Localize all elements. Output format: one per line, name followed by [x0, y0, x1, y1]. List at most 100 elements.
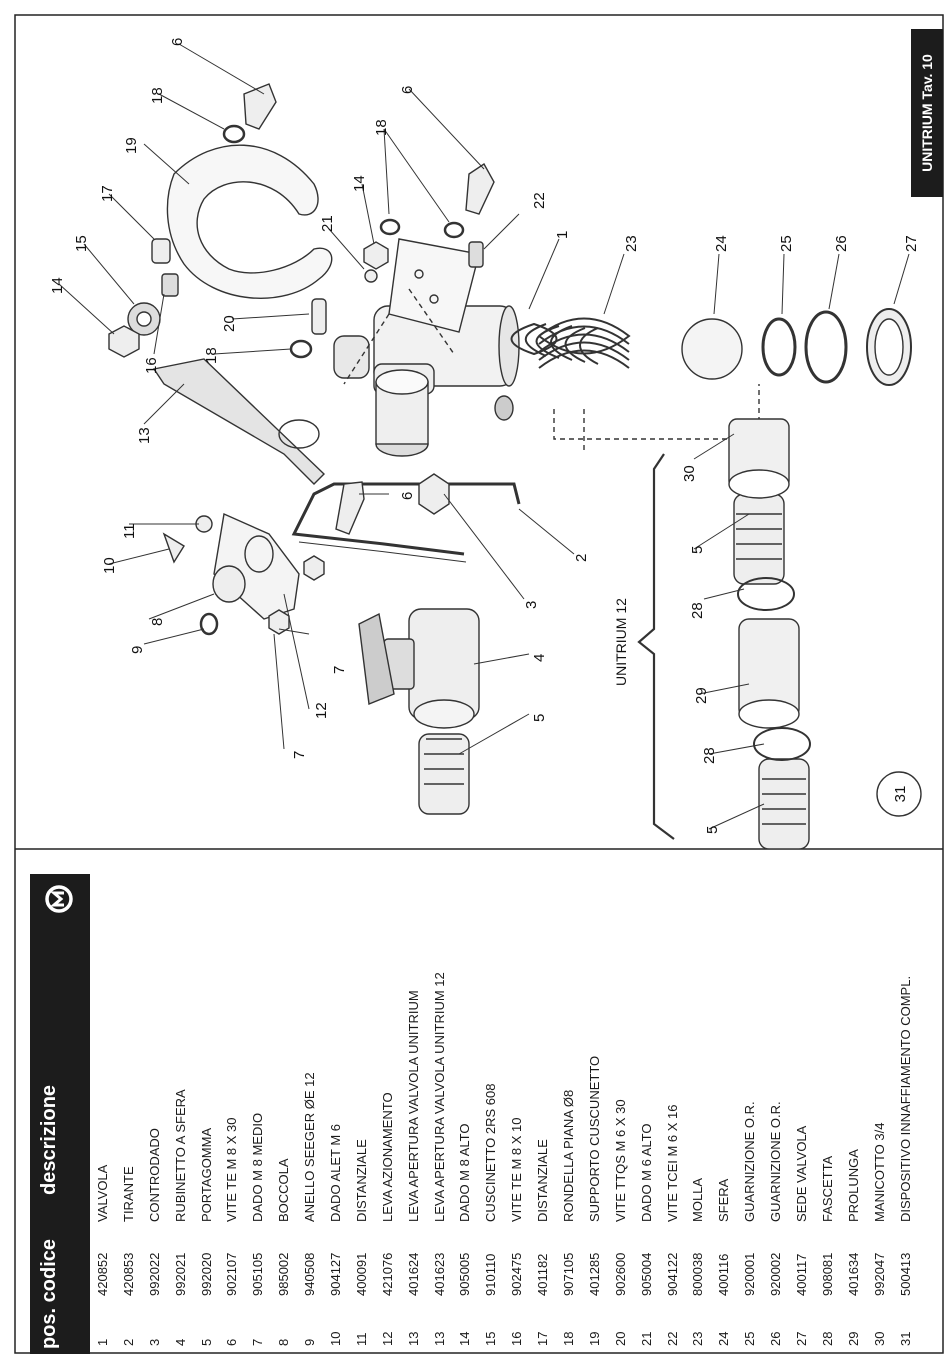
lock-nut: [418, 473, 450, 515]
part-description: DADO M 6 ALTO: [638, 1123, 654, 1223]
part-code: 500413: [897, 1252, 913, 1296]
part-pos: 6: [224, 1338, 240, 1346]
part-pos: 3: [146, 1338, 162, 1346]
part-description: ANELLO SEEGER ØE 12: [302, 1072, 318, 1222]
part-pos: 20: [612, 1331, 628, 1346]
part-code: 401623: [431, 1252, 447, 1296]
part-pos: 30: [871, 1331, 887, 1346]
callout-7-lower: 7: [291, 751, 308, 759]
part-code: 400116: [716, 1253, 732, 1296]
part-code: 401285: [586, 1252, 602, 1296]
callout-18-right: 18: [373, 119, 390, 136]
part-pos: 11: [353, 1332, 369, 1347]
callout-21: 21: [319, 215, 336, 232]
callout-5-bottom: 5: [704, 826, 721, 834]
callout-28-top: 28: [689, 602, 706, 619]
part-description: SEDE VALVOLA: [794, 1125, 810, 1222]
part-description: MOLLA: [690, 1177, 706, 1222]
nut-14-left: [108, 325, 140, 358]
part-pos: 9: [302, 1338, 318, 1346]
callout-5-tap: 5: [531, 714, 548, 722]
list-header: pos. codice descrizione: [30, 874, 90, 1354]
table-row: 6 902107 VITE TE M 8 X 30: [219, 874, 245, 1354]
part-description: DADO ALET M 6: [328, 1123, 344, 1222]
guide-lines: [343, 288, 760, 454]
callout-18-mid: 18: [203, 347, 220, 364]
assembly-circle: [876, 771, 922, 817]
exploded-diagram: 1 2 3 4 5 5 5 6 6 6 7 7 8 9 10 11 12 13 …: [49, 38, 922, 849]
part-code: 992022: [146, 1252, 162, 1296]
part-pos: 22: [664, 1331, 680, 1346]
callout-6-right: 6: [399, 86, 416, 94]
clamp-bottom: [753, 727, 811, 761]
callout-29: 29: [693, 687, 710, 704]
extension: [738, 618, 800, 729]
callout-15: 15: [73, 235, 90, 252]
nut-7-lower: [268, 609, 290, 635]
callout-11: 11: [121, 523, 138, 539]
part-code: 907105: [561, 1252, 577, 1296]
washer-18-mid: [289, 339, 313, 359]
part-code: 401182: [535, 1253, 551, 1296]
bearing-support: [166, 144, 333, 299]
part-pos: 16: [509, 1331, 525, 1346]
hose-nozzle-bottom: [758, 758, 810, 849]
screw-16: [161, 273, 179, 297]
part-description: DISTANZIALE: [535, 1139, 551, 1222]
part-description: PORTAGOMMA: [198, 1127, 214, 1222]
page-tab: UNITRIUM Tav. 10: [911, 29, 943, 197]
part-code: 902107: [224, 1252, 240, 1296]
part-pos: 4: [172, 1338, 188, 1346]
wing-nut-10: [162, 532, 185, 564]
spring: [510, 322, 599, 365]
part-description: DISPOSITIVO INNAFFIAMENTO COMPL.: [897, 975, 913, 1222]
o-ring-26: [804, 310, 848, 384]
part-description: PROLUNGA: [845, 1149, 861, 1222]
part-description: TIRANTE: [120, 1166, 136, 1222]
sheet-frame: [14, 14, 944, 1354]
part-code: 992020: [198, 1252, 214, 1296]
part-pos: 25: [742, 1331, 758, 1346]
callout-28-bottom: 28: [701, 747, 718, 764]
part-pos: 28: [819, 1331, 835, 1346]
callout-6-lower: 6: [399, 492, 416, 500]
spacer-17: [151, 238, 171, 264]
part-code: 905004: [638, 1252, 654, 1296]
clamp-top: [737, 577, 795, 611]
seeger-ring-9: [199, 612, 219, 636]
callout-25: 25: [778, 235, 795, 252]
part-description: DADO M 8 ALTO: [457, 1123, 473, 1223]
part-description: MANICOTTO 3/4: [871, 1122, 887, 1222]
spring-coils: [538, 317, 631, 369]
part-description: BOCCOLA: [276, 1158, 292, 1222]
part-pos: 13: [431, 1331, 447, 1346]
part-pos: 8: [276, 1338, 292, 1346]
screw-22: [468, 241, 484, 268]
part-pos: 5: [198, 1338, 214, 1346]
hose-nozzle-top: [418, 733, 470, 815]
callout-9: 9: [129, 646, 146, 654]
part-description: VITE TE M 8 X 10: [509, 1117, 525, 1222]
part-description: VITE TE M 8 X 30: [224, 1117, 240, 1222]
bushing-8: [212, 565, 246, 603]
part-description: LEVA APERTURA VALVOLA UNITRIUM: [405, 990, 421, 1222]
callout-23: 23: [623, 235, 640, 252]
part-code: 401634: [845, 1252, 861, 1296]
callout-24: 24: [713, 235, 730, 252]
